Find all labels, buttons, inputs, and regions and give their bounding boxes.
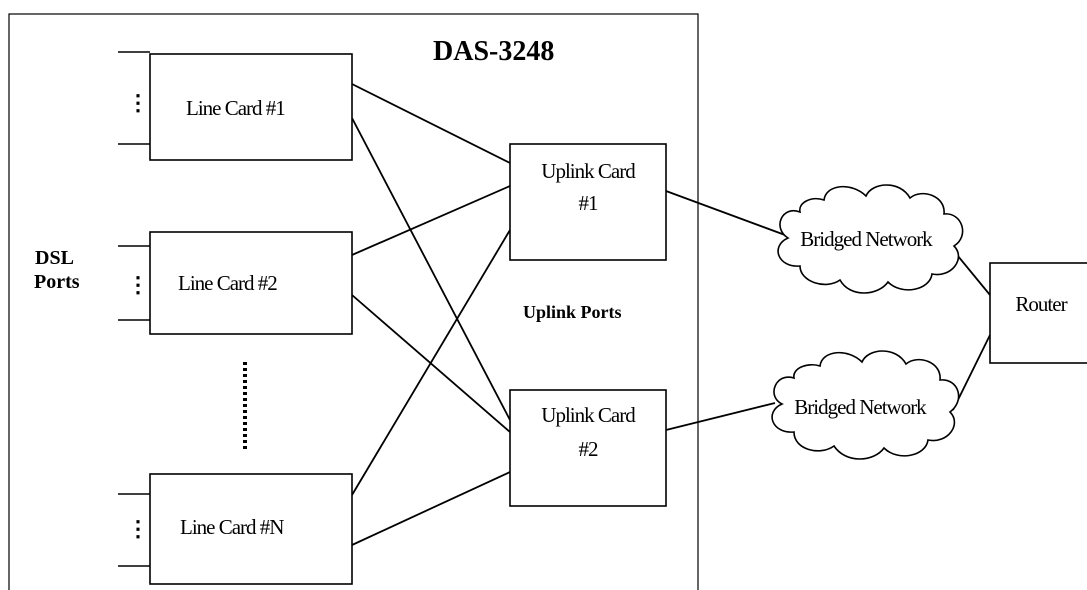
- router: Router: [989, 262, 1087, 364]
- uplink-card-1: Uplink Card #1: [509, 143, 667, 261]
- dsl-port-stubs: [118, 51, 150, 145]
- das-3248-chassis: [8, 13, 699, 590]
- uplink-card-label: Uplink Card: [541, 159, 636, 183]
- line-card-box: [149, 473, 353, 585]
- line-card-label: Line Card #2: [178, 271, 277, 295]
- link-lc2-uc1: [351, 185, 511, 256]
- line-card-label: Line Card #1: [186, 96, 285, 120]
- link-lc1-uc1: [351, 83, 511, 164]
- dsl-label-line1: DSL: [35, 247, 74, 269]
- line-card-n: ⋮ Line Card #N: [118, 473, 353, 585]
- dsl-port-stubs: [118, 493, 150, 567]
- port-ellipsis-icon: ⋮: [127, 90, 149, 115]
- line-card-1: ⋮ Line Card #1: [118, 51, 353, 161]
- dsl-label-line2: Ports: [34, 271, 80, 293]
- port-ellipsis-icon: ⋮: [127, 272, 149, 297]
- connections: [351, 83, 991, 546]
- chassis-title: DAS-3248: [433, 36, 554, 67]
- uplink-card-box: [509, 389, 667, 507]
- uplink-ports-label: Uplink Ports: [523, 302, 622, 322]
- dsl-port-stubs: [118, 245, 150, 321]
- cloud-shape-icon: [771, 350, 960, 460]
- line-card-box: [149, 53, 353, 161]
- link-lc1-uc2: [351, 117, 511, 421]
- link-uc2-net2: [665, 402, 776, 431]
- cloud-shape-icon: [777, 184, 964, 294]
- network-label: Bridged Network: [794, 395, 927, 419]
- line-card-label: Line Card #N: [180, 515, 284, 539]
- network-label: Bridged Network: [800, 227, 933, 251]
- uplink-card-box: [509, 143, 667, 261]
- router-label: Router: [1015, 292, 1067, 316]
- router-box: [989, 262, 1087, 364]
- uplink-card-label: Uplink Card: [541, 403, 636, 427]
- line-card-box: [149, 231, 353, 335]
- bridged-network-cloud-1: Bridged Network: [777, 184, 964, 294]
- uplink-card-number: #1: [579, 191, 599, 215]
- link-lcn-uc2: [351, 471, 511, 546]
- link-lcn-uc1: [351, 229, 511, 496]
- uplink-card-number: #2: [579, 437, 599, 461]
- bridged-network-cloud-2: Bridged Network: [771, 350, 960, 460]
- port-ellipsis-icon: ⋮: [127, 516, 149, 541]
- line-card-2: ⋮ Line Card #2: [118, 231, 353, 335]
- link-uc1-net1: [665, 190, 786, 236]
- uplink-card-2: Uplink Card #2: [509, 389, 667, 507]
